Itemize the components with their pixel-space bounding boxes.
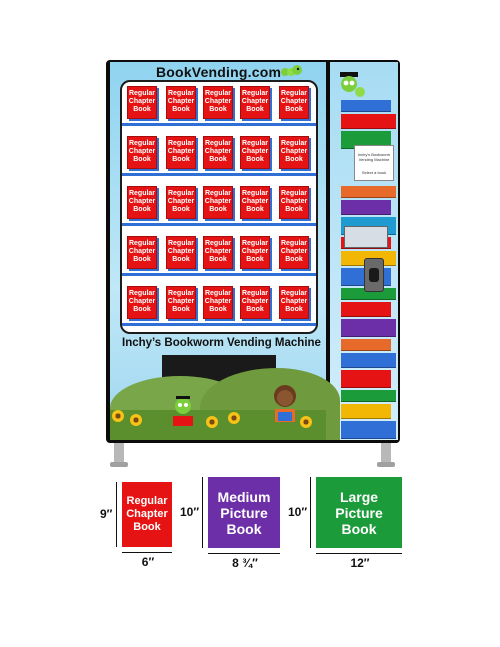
payment-panel[interactable] (344, 226, 388, 248)
height-label: 10″ (180, 504, 200, 519)
bookworm-reading-icon (173, 396, 193, 426)
book-spine (341, 186, 396, 198)
book-spine (341, 114, 396, 129)
sunflower-icon (300, 416, 312, 428)
shelf-rail (122, 173, 316, 176)
book-spine (341, 319, 396, 337)
width-dimension-line (208, 553, 280, 554)
size-book-label: Medium (217, 489, 271, 505)
machine-title: Inchy’s Bookworm Vending Machine (122, 337, 321, 349)
side-card-text: Select a book (361, 170, 387, 175)
size-book-label: Book (226, 521, 262, 537)
shelf-rail (122, 323, 316, 326)
keyhole-icon (369, 268, 379, 282)
side-card-text: Inchy's Bookworm Vending Machine (357, 152, 391, 162)
height-dimension-line (116, 482, 117, 547)
size-book-label: Picture (220, 505, 268, 521)
width-label: 12″ (350, 556, 370, 570)
size-book-label: Picture (335, 505, 383, 521)
book-spine (341, 200, 391, 215)
machine-leg (381, 443, 391, 467)
child-reading-icon (274, 385, 296, 422)
side-info-card: Inchy's Bookworm Vending Machine Select … (354, 145, 394, 181)
book-spine (341, 339, 391, 351)
size-book-label: Chapter (126, 508, 168, 520)
width-label: 8 ¾″ (232, 556, 258, 570)
book-spine (341, 302, 391, 317)
machine-leg (114, 443, 124, 467)
book-spine (341, 404, 391, 419)
size-book-label: Regular (126, 495, 168, 507)
sunflower-icon (130, 414, 142, 426)
brand-name: BookVending.com (156, 64, 282, 80)
book-spine (341, 390, 396, 402)
sunflower-icon (228, 412, 240, 424)
size-book-label: Large (339, 489, 379, 505)
shelf-rail (122, 223, 316, 226)
height-label: 9″ (100, 506, 113, 521)
shelf-rail (122, 123, 316, 126)
width-label: 6″ (141, 555, 155, 569)
height-label: 10″ (288, 504, 308, 519)
book-spine (341, 100, 391, 112)
book-spine (341, 353, 396, 368)
width-dimension-line (122, 552, 172, 553)
height-dimension-line (202, 477, 203, 548)
bookworm-icon (281, 65, 302, 76)
height-dimension-line (310, 477, 311, 548)
sunflower-icon (206, 416, 218, 428)
sunflower-icon (112, 410, 124, 422)
machine-foot (377, 462, 395, 467)
size-book-label: Book (133, 521, 161, 533)
bookworm-graduate-icon (340, 72, 365, 97)
size-book-label: Book (341, 521, 377, 537)
width-dimension-line (316, 553, 402, 554)
shelf-rail (122, 273, 316, 276)
machine-foot (110, 462, 128, 467)
book-spine (341, 370, 391, 388)
book-spine (341, 421, 396, 439)
